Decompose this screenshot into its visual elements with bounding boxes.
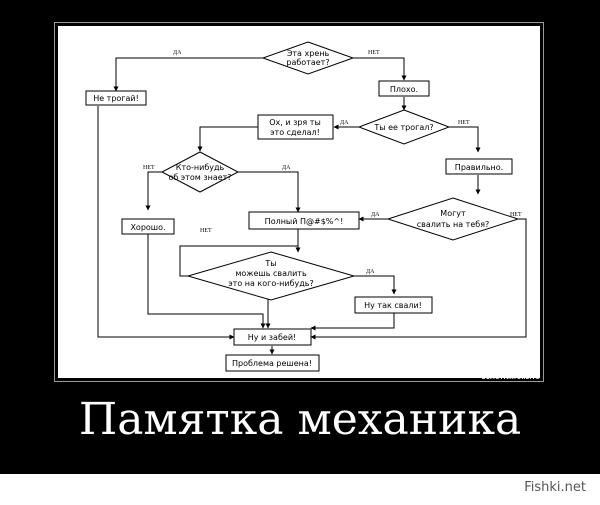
watermark: DEMOTIVATORS.TO — [481, 375, 540, 381]
node-can-blame-you: Могут свалить на тебя? — [386, 197, 520, 241]
label-knows-yes: ДА — [282, 165, 291, 171]
site-credit: Fishki.net — [524, 480, 586, 495]
node-good-text: Хорошо. — [130, 223, 165, 232]
label-works-no: НЕТ — [368, 50, 380, 56]
edge-blame-you-no — [310, 218, 527, 340]
node-someone-knows-line1: Кто-нибудь — [176, 163, 225, 172]
node-someone-knows: Кто-нибудь об этом знает? — [160, 151, 240, 193]
node-forget: Ну и забей! — [233, 328, 312, 346]
node-touched-text: Ты ее трогал? — [373, 123, 433, 132]
node-touched: Ты ее трогал? — [357, 109, 451, 145]
flowchart-svg: ДА НЕТ ДА НЕТ НЕТ ДА ДА НЕТ НЕТ ДА Эта х… — [85, 41, 527, 372]
edge-knows-yes — [238, 171, 301, 213]
edge-touched-no — [449, 126, 481, 153]
label-knows-no: НЕТ — [143, 165, 155, 171]
node-works: Эта хрень работает? — [261, 41, 355, 75]
node-solved-text: Проблема решена! — [232, 359, 312, 368]
label-blame-yes: ДА — [366, 269, 375, 275]
node-bad: Плохо. — [378, 80, 430, 97]
node-right: Правильно. — [445, 158, 513, 175]
edge-oh-knows — [197, 126, 258, 152]
node-dont-touch: Не трогай! — [85, 90, 147, 106]
connectors — [97, 57, 527, 355]
node-full-text: Полный П@#$%^! — [265, 217, 344, 226]
node-bad-text: Плохо. — [390, 85, 418, 94]
edge-good-forget — [147, 230, 266, 329]
poster-caption: Памятка механика — [78, 394, 522, 445]
node-can-blame-line3: это на кого-нибудь? — [228, 279, 313, 288]
label-blame-you-no: НЕТ — [510, 212, 522, 218]
edge-works-no — [353, 57, 407, 81]
node-someone-knows-line2: об этом знает? — [168, 173, 231, 182]
node-full: Полный П@#$%^! — [248, 211, 360, 230]
node-can-blame-line1: Ты — [264, 259, 276, 268]
label-touched-yes: ДА — [340, 120, 349, 126]
node-right-text: Правильно. — [455, 163, 503, 172]
node-works-line2: работает? — [286, 58, 329, 67]
node-blame-it-text: Ну так свали! — [364, 301, 422, 310]
node-forget-text: Ну и забей! — [248, 333, 296, 342]
label-full-no: НЕТ — [200, 228, 212, 234]
node-works-line1: Эта хрень — [287, 49, 330, 58]
node-oh-why: Ох, и зря ты это сделал! — [257, 114, 334, 140]
label-blame-you-yes: ДА — [371, 212, 380, 218]
flowchart: ДА НЕТ ДА НЕТ НЕТ ДА ДА НЕТ НЕТ ДА Эта х… — [58, 26, 540, 378]
node-can-blame-you-line1: Могут — [440, 209, 466, 218]
node-dont-touch-text: Не трогай! — [93, 94, 139, 103]
node-oh-why-line1: Ох, и зря ты — [269, 118, 321, 127]
edge-knows-no — [145, 171, 162, 211]
node-can-blame: Ты можешь свалить это на кого-нибудь? — [186, 251, 356, 301]
node-good: Хорошо. — [121, 218, 175, 235]
node-oh-why-line2: это сделал! — [270, 128, 320, 137]
label-works-yes: ДА — [173, 50, 182, 56]
node-solved: Проблема решена! — [225, 354, 320, 372]
node-blame-it: Ну так свали! — [354, 296, 433, 314]
edge-works-yes — [113, 57, 263, 92]
edge-blameit-forget — [310, 313, 395, 331]
node-can-blame-line2: можешь свалить — [235, 269, 307, 278]
edge-donttouch-forget — [97, 106, 235, 340]
edge-blame-yes — [354, 275, 397, 295]
node-can-blame-you-line2: свалить на тебя? — [417, 220, 490, 229]
label-touched-no: НЕТ — [458, 120, 470, 126]
